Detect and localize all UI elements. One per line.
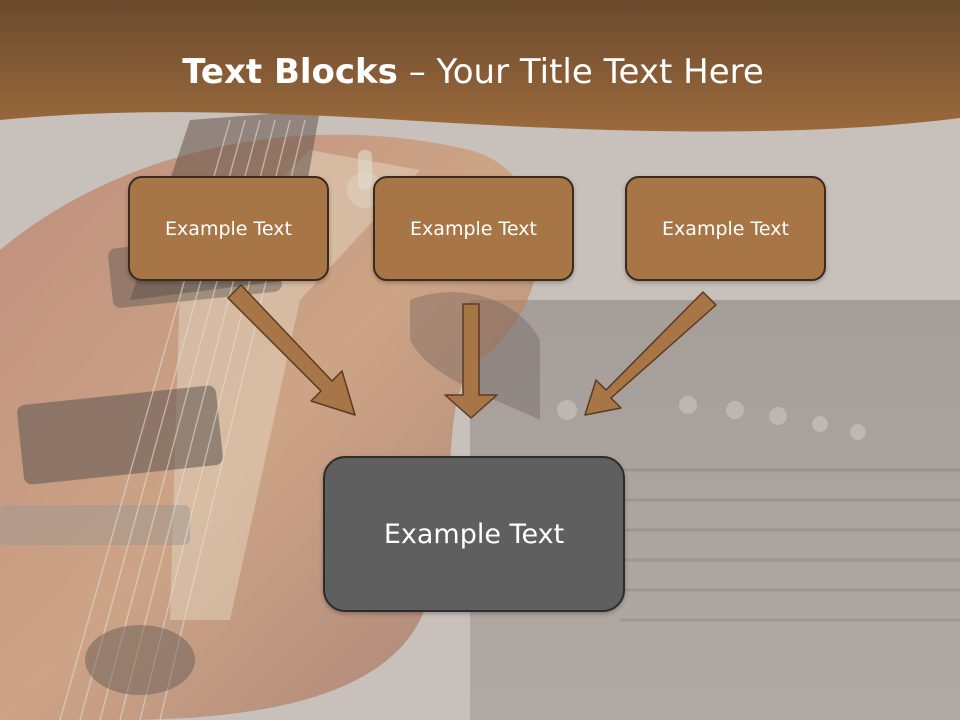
arrow-left	[227, 284, 356, 416]
main-text-block: Example Text	[323, 456, 625, 612]
slide-title: Text Blocks – Your Title Text Here	[0, 52, 946, 92]
text-block-3-label: Example Text	[662, 217, 789, 240]
main-text-block-label: Example Text	[383, 518, 565, 550]
text-block-1: Example Text	[128, 176, 329, 281]
text-block-1-label: Example Text	[165, 217, 292, 240]
text-block-3: Example Text	[625, 176, 826, 281]
title-regular-part: – Your Title Text Here	[397, 52, 764, 92]
arrow-middle	[444, 303, 498, 419]
text-block-2: Example Text	[373, 176, 574, 281]
arrow-right	[584, 291, 717, 416]
text-block-2-label: Example Text	[410, 217, 537, 240]
header-band	[0, 0, 960, 132]
title-bold-part: Text Blocks	[182, 52, 398, 92]
